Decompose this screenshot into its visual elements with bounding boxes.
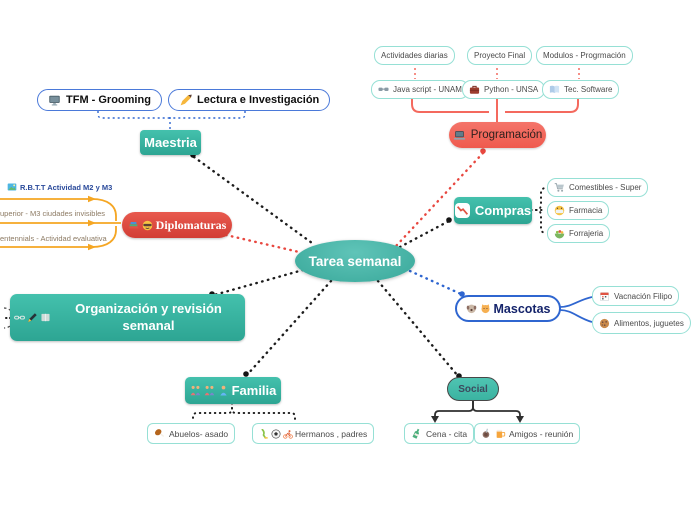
- node-cena-cita[interactable]: Cena - cita: [404, 423, 475, 444]
- node-label: Actividades diarias: [381, 51, 448, 60]
- node-comestibles-super[interactable]: Comestibles - Super: [547, 178, 649, 197]
- mate-icon: [481, 428, 492, 439]
- branch-actividad-evaluativa[interactable]: entennials - Actividad evaluativa: [0, 234, 107, 243]
- cart-icon: [554, 182, 565, 193]
- branch-label-text: entennials - Actividad evaluativa: [0, 234, 107, 243]
- cookie-icon: [599, 318, 610, 329]
- node-java-script-unam[interactable]: Java script - UNAM: [371, 80, 469, 99]
- node-label: Organización y revisión semanal: [75, 301, 222, 333]
- node-tfm-grooming[interactable]: TFM - Grooming: [37, 89, 162, 111]
- node-label: Proyecto Final: [474, 51, 526, 60]
- cat-icon: [480, 303, 491, 314]
- node-organizacion-revision-semanal[interactable]: Organización y revisión semanal: [10, 294, 245, 341]
- node-label: Java script - UNAM: [393, 85, 462, 94]
- book-icon: [40, 312, 51, 323]
- node-label: Mascotas: [493, 301, 551, 316]
- node-label: Tec. Software: [564, 85, 613, 94]
- node-farmacia[interactable]: Farmacia: [547, 201, 610, 220]
- family-icon: [204, 385, 215, 396]
- branch-ciudades-invisibles[interactable]: uperior - M3 ciudades invisibles: [0, 209, 105, 218]
- node-label: Tarea semanal: [308, 253, 402, 269]
- family-icon: [190, 385, 201, 396]
- node-programacion[interactable]: Programación: [449, 122, 546, 148]
- glasses-icon: [378, 84, 389, 95]
- node-abuelos-asado[interactable]: Abuelos- asado: [147, 423, 236, 444]
- node-vacnacion-filipo[interactable]: Vacnación Filipo: [592, 286, 680, 306]
- node-amigos-reunion[interactable]: Amigos - reunión: [474, 423, 581, 444]
- node-forrajeria[interactable]: Forrajeria: [547, 224, 611, 243]
- node-label: Vacnación Filipo: [614, 291, 673, 301]
- branch-label-text: uperior - M3 ciudades invisibles: [0, 209, 106, 218]
- briefcase-icon: [469, 84, 480, 95]
- open-book-icon: [549, 84, 560, 95]
- node-label: Social: [458, 383, 488, 395]
- node-diplomaturas[interactable]: Diplomaturas: [122, 212, 232, 238]
- cyclist-icon: [283, 429, 293, 439]
- mask-face-icon: [554, 205, 565, 216]
- node-label: Farmacia: [569, 206, 603, 215]
- bottle-icon: [411, 428, 422, 439]
- node-familia[interactable]: Familia: [185, 377, 281, 404]
- node-label: Abuelos- asado: [169, 428, 229, 439]
- node-label: Cena - cita: [426, 428, 468, 439]
- node-label: Forrajeria: [569, 229, 604, 238]
- node-lectura-investigacion[interactable]: Lectura e Investigación: [168, 89, 331, 111]
- node-label: Alimentos, juguetes: [614, 318, 684, 328]
- node-label: Maestria: [144, 135, 197, 150]
- node-python-unsa[interactable]: Python - UNSA: [462, 80, 546, 99]
- picture-icon: [7, 182, 17, 192]
- node-compras[interactable]: Compras: [454, 197, 532, 224]
- leg-icon: [259, 428, 269, 439]
- soccer-ball-icon: [271, 429, 281, 439]
- nerd-face-icon: [142, 220, 153, 231]
- link-icon: [14, 312, 25, 323]
- node-label: Python - UNSA: [484, 85, 539, 94]
- node-actividades-diarias[interactable]: Actividades diarias: [374, 46, 455, 65]
- node-label: Compras: [474, 203, 532, 218]
- branch-label-text: R.B.T.T Actividad M2 y M3: [20, 182, 113, 192]
- laptop-icon: [453, 129, 466, 142]
- dog-icon: [466, 303, 477, 314]
- chart-down-icon: [454, 203, 470, 218]
- node-alimentos-juguetes[interactable]: Alimentos, juguetes: [592, 312, 691, 334]
- node-label: Hermanos , padres: [295, 428, 368, 439]
- node-maestria[interactable]: Maestria: [140, 130, 201, 155]
- salad-icon: [554, 228, 565, 239]
- calendar-icon: [599, 291, 610, 302]
- pen-icon: [27, 312, 38, 323]
- branch-rbtt-actividad[interactable]: R.B.T.T Actividad M2 y M3: [7, 182, 112, 192]
- node-mascotas[interactable]: Mascotas: [455, 295, 561, 322]
- node-tec-software[interactable]: Tec. Software: [542, 80, 620, 99]
- node-label: Diplomaturas: [155, 217, 227, 232]
- node-proyecto-final[interactable]: Proyecto Final: [467, 46, 533, 65]
- node-modulos-progrmacion[interactable]: Modulos - Progrmación: [536, 46, 633, 65]
- node-social[interactable]: Social: [447, 377, 499, 401]
- writing-hand-icon: [179, 94, 192, 107]
- node-label: Amigos - reunión: [509, 428, 574, 439]
- chicken-leg-icon: [154, 428, 165, 439]
- node-label: Programación: [470, 129, 543, 141]
- node-label: Lectura e Investigación: [197, 94, 320, 106]
- node-label: TFM - Grooming: [66, 94, 151, 106]
- beer-icon: [495, 428, 506, 439]
- person-icon: [218, 385, 229, 396]
- monitor-icon: [48, 94, 61, 107]
- node-label: Familia: [231, 383, 277, 398]
- node-tarea-semanal[interactable]: Tarea semanal: [295, 240, 415, 282]
- node-hermanos-padres[interactable]: Hermanos , padres: [252, 423, 375, 444]
- node-label: Modulos - Progrmación: [543, 51, 626, 60]
- books-icon: [128, 220, 139, 231]
- node-label: Comestibles - Super: [569, 183, 642, 192]
